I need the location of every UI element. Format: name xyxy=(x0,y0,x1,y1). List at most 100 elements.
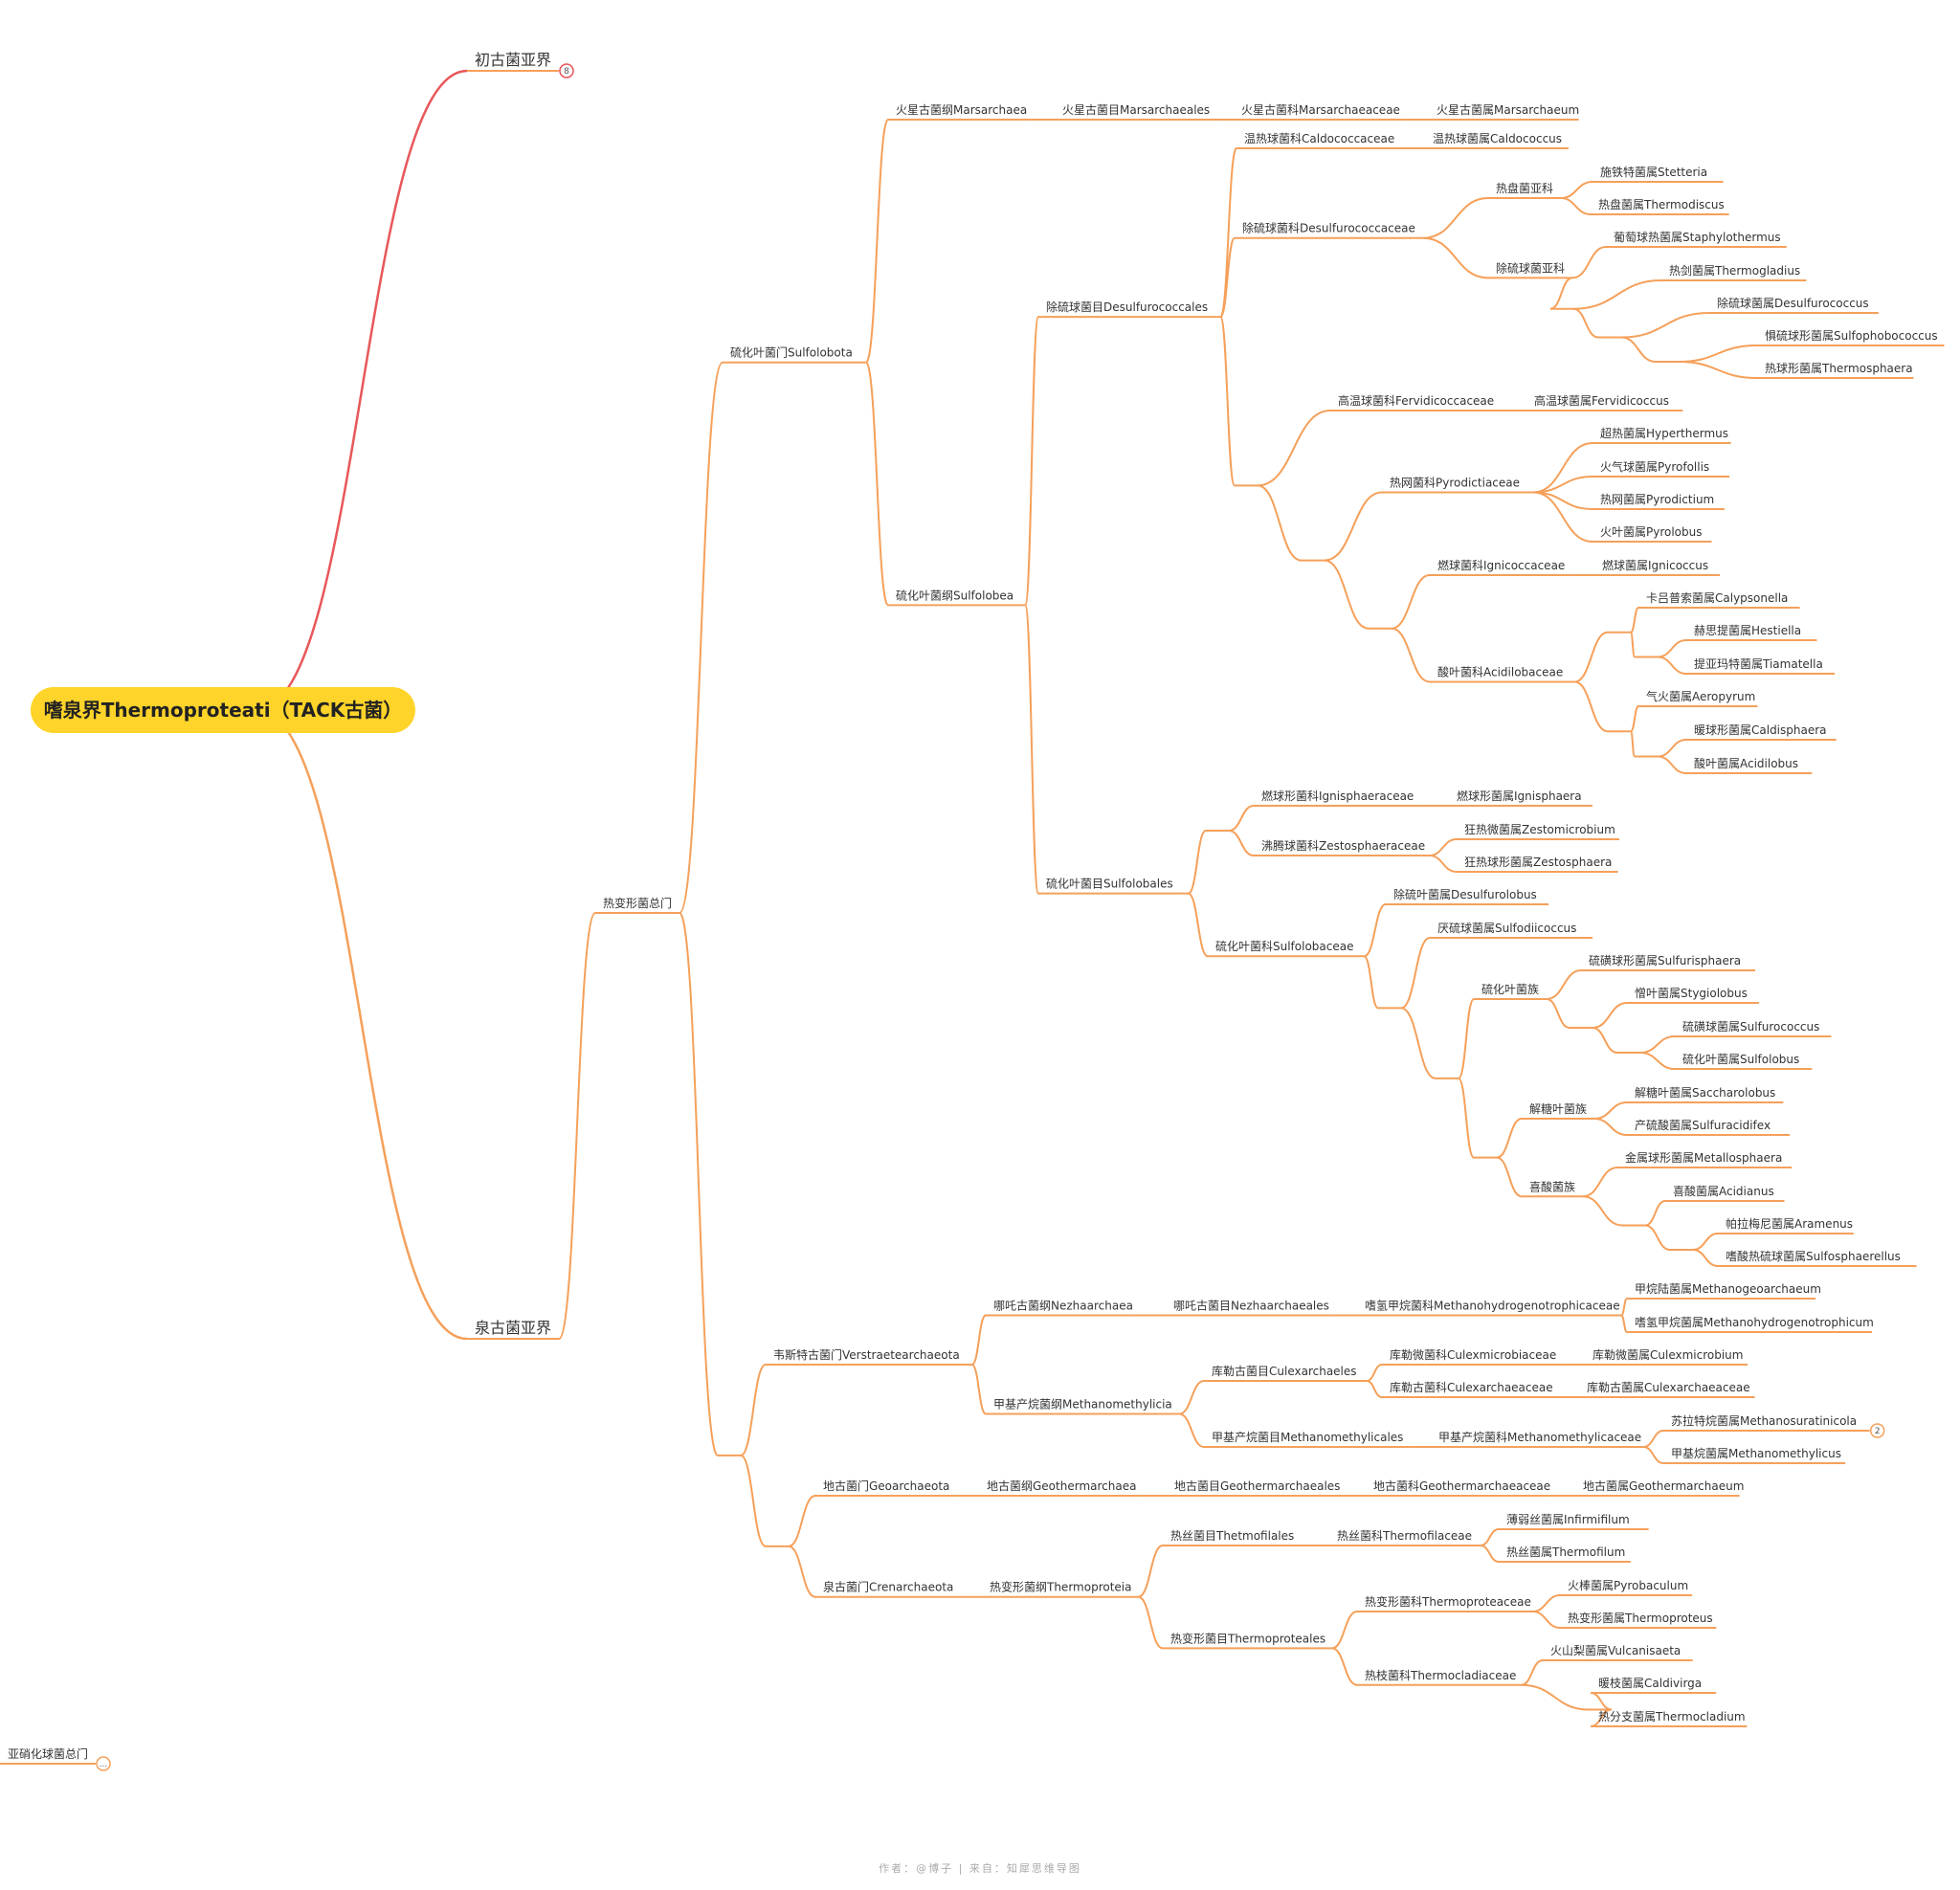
topic-label[interactable]: 燃球菌属Ignicoccus xyxy=(1602,558,1708,572)
collapse-badge[interactable] xyxy=(1869,1423,1885,1438)
topic-label[interactable]: 地古菌科Geothermarchaeaceae xyxy=(1373,1479,1550,1493)
topic-label[interactable]: 亚硝化球菌总门 xyxy=(8,1746,88,1761)
topic-label[interactable]: 硫化叶菌目Sulfolobales xyxy=(1046,877,1173,891)
topic-label[interactable]: 硫磺球形菌属Sulfurisphaera xyxy=(1589,953,1741,967)
topic-label[interactable]: 酸叶菌属Acidilobus xyxy=(1694,756,1798,770)
topic-label[interactable]: 库勒微菌科Culexmicrobiaceae xyxy=(1390,1347,1556,1362)
topic-label[interactable]: 地古菌纲Geothermarchaea xyxy=(987,1479,1136,1493)
topic-label[interactable]: 热盘菌亚科 xyxy=(1496,181,1553,195)
topic-label[interactable]: 喜酸菌族 xyxy=(1529,1179,1575,1193)
topic-label[interactable]: 火气球菌属Pyrofollis xyxy=(1600,459,1709,474)
topic-label[interactable]: 火星古菌目Marsarchaeales xyxy=(1062,102,1210,117)
topic-label[interactable]: 提亚玛特菌属Tiamatella xyxy=(1694,656,1823,671)
collapse-badge[interactable] xyxy=(96,1756,111,1771)
topic-label[interactable]: 火棒菌属Pyrobaculum xyxy=(1568,1579,1688,1592)
topic-label[interactable]: 初古菌亚界 xyxy=(475,51,551,69)
topic-label[interactable]: 热分支菌属Thermocladium xyxy=(1598,1710,1746,1723)
topic-label[interactable]: 嗜酸热硫球菌属Sulfosphaerellus xyxy=(1726,1249,1901,1263)
topic-label[interactable]: 温热球菌科Caldococcaceae xyxy=(1244,132,1394,145)
topic-label[interactable]: 酸叶菌科Acidilobaceae xyxy=(1437,665,1563,679)
topic-label[interactable]: 哪吒古菌目Nezhaarchaeales xyxy=(1173,1299,1329,1313)
topic-label[interactable]: 硫化叶菌属Sulfolobus xyxy=(1682,1052,1799,1066)
topic-label[interactable]: 超热菌属Hyperthermus xyxy=(1600,426,1728,440)
topic-label[interactable]: 火星古菌科Marsarchaeaceae xyxy=(1241,102,1400,117)
topic-label[interactable]: 嗜氢甲烷菌科Methanohydrogenotrophicaceae xyxy=(1365,1299,1620,1313)
topic-label[interactable]: 热变形菌目Thermoproteales xyxy=(1170,1631,1325,1645)
topic-label[interactable]: 赫思提菌属Hestiella xyxy=(1694,623,1801,637)
topic-label[interactable]: 暖球形菌属Caldisphaera xyxy=(1694,723,1827,737)
topic-label[interactable]: 帕拉梅尼菌属Aramenus xyxy=(1726,1216,1853,1231)
topic-label[interactable]: 硫化叶菌门Sulfolobota xyxy=(730,345,853,360)
topic-label[interactable]: 温热球菌属Caldococcus xyxy=(1433,132,1562,145)
topic-label[interactable]: 泉古菌门Crenarchaeota xyxy=(823,1580,953,1594)
topic-label[interactable]: 热盘菌属Thermodiscus xyxy=(1598,197,1725,211)
topic-label[interactable]: 韦斯特古菌门Verstraetearchaeota xyxy=(773,1347,960,1362)
topic-label[interactable]: 地古菌门Geoarchaeota xyxy=(823,1479,949,1493)
topic-label[interactable]: 地古菌目Geothermarchaeales xyxy=(1174,1479,1340,1493)
root-node[interactable]: 嗜泉界Thermoproteati（TACK古菌） xyxy=(31,687,415,733)
topic-label[interactable]: 哪吒古菌纲Nezhaarchaea xyxy=(993,1299,1133,1313)
topic-label[interactable]: 泉古菌亚界 xyxy=(475,1319,551,1337)
topic-label[interactable]: 嗜氢甲烷菌属Methanohydrogenotrophicum xyxy=(1635,1315,1874,1329)
topic-label[interactable]: 热球形菌属Thermosphaera xyxy=(1765,362,1913,375)
topic-label[interactable]: 产硫酸菌属Sulfuracidifex xyxy=(1635,1118,1771,1132)
topic-label[interactable]: 甲烷陆菌属Methanogeoarchaeum xyxy=(1635,1281,1821,1296)
topic-label[interactable]: 高温球菌属Fervidicoccus xyxy=(1534,393,1669,408)
topic-label[interactable]: 库勒微菌属Culexmicrobium xyxy=(1592,1347,1743,1362)
topic-label[interactable]: 热网菌科Pyrodictiaceae xyxy=(1390,477,1520,490)
topic-label[interactable]: 火叶菌属Pyrolobus xyxy=(1600,525,1703,539)
topic-label[interactable]: 地古菌属Geothermarchaeum xyxy=(1583,1479,1744,1493)
topic-label[interactable]: 气火菌属Aeropyrum xyxy=(1646,689,1755,703)
topic-label[interactable]: 火山梨菌属Vulcanisaeta xyxy=(1550,1644,1681,1657)
topic-label[interactable]: 热剑菌属Thermogladius xyxy=(1669,263,1800,278)
topic-label[interactable]: 苏拉特烷菌属Methanosuratinicola xyxy=(1671,1413,1857,1428)
topic-label[interactable]: 薄弱丝菌属Infirmifilum xyxy=(1506,1512,1630,1526)
topic-label[interactable]: 火星古菌纲Marsarchaea xyxy=(896,102,1027,117)
topic-label[interactable]: 除硫球菌科Desulfurococcaceae xyxy=(1242,221,1415,235)
topic-label[interactable]: 除硫球菌属Desulfurococcus xyxy=(1717,296,1869,310)
topic-label[interactable]: 施铁特菌属Stetteria xyxy=(1600,165,1707,179)
topic-label[interactable]: 狂热微菌属Zestomicrobium xyxy=(1464,823,1615,836)
topic-label[interactable]: 硫化叶菌科Sulfolobaceae xyxy=(1215,939,1354,953)
topic-label[interactable]: 金属球形菌属Metallosphaera xyxy=(1625,1150,1782,1165)
topic-label[interactable]: 憎叶菌属Stygiolobus xyxy=(1635,986,1748,1000)
topic-label[interactable]: 解糖叶菌属Saccharolobus xyxy=(1635,1085,1775,1100)
topic-label[interactable]: 除硫球菌亚科 xyxy=(1496,260,1565,275)
topic-label[interactable]: 热变形菌属Thermoproteus xyxy=(1568,1611,1713,1625)
topic-label[interactable]: 甲基烷菌属Methanomethylicus xyxy=(1671,1447,1841,1460)
topic-label[interactable]: 热变形菌科Thermoproteaceae xyxy=(1365,1594,1531,1609)
topic-label[interactable]: 沸腾球菌科Zestosphaeraceae xyxy=(1261,838,1425,853)
topic-label[interactable]: 热网菌属Pyrodictium xyxy=(1600,493,1714,506)
topic-label[interactable]: 火星古菌属Marsarchaeum xyxy=(1437,102,1579,117)
topic-label[interactable]: 硫化叶菌族 xyxy=(1481,982,1539,996)
topic-label[interactable]: 热变形菌总门 xyxy=(603,896,672,910)
topic-label[interactable]: 狂热球形菌属Zestosphaera xyxy=(1464,856,1612,869)
topic-label[interactable]: 惧硫球形菌属Sulfophobococcus xyxy=(1765,328,1938,343)
topic-label[interactable]: 燃球菌科Ignicoccaceae xyxy=(1437,558,1565,572)
topic-label[interactable]: 热丝菌目Thetmofilales xyxy=(1170,1529,1294,1543)
topic-label[interactable]: 库勒古菌科Culexarchaeaceae xyxy=(1390,1380,1553,1394)
topic-label[interactable]: 甲基产烷菌科Methanomethylicaceae xyxy=(1438,1431,1641,1444)
topic-label[interactable]: 暖枝菌属Caldivirga xyxy=(1598,1676,1702,1690)
topic-label[interactable]: 热丝菌科Thermofilaceae xyxy=(1337,1529,1472,1543)
collapse-badge[interactable] xyxy=(559,63,574,78)
topic-label[interactable]: 热丝菌属Thermofilum xyxy=(1506,1545,1625,1559)
topic-label[interactable]: 除硫叶菌属Desulfurolobus xyxy=(1393,887,1537,901)
topic-label[interactable]: 硫磺球菌属Sulfurococcus xyxy=(1682,1019,1819,1034)
topic-label[interactable]: 库勒古菌目Culexarchaeles xyxy=(1212,1364,1357,1378)
topic-label[interactable]: 卡吕普索菌属Calypsonella xyxy=(1646,591,1788,605)
topic-label[interactable]: 葡萄球热菌属Staphylothermus xyxy=(1614,231,1781,244)
topic-label[interactable]: 高温球菌科Fervidicoccaceae xyxy=(1338,393,1494,408)
topic-label[interactable]: 库勒古菌属Culexarchaeaceae xyxy=(1587,1380,1750,1394)
topic-label[interactable]: 热变形菌纲Thermoproteia xyxy=(990,1580,1131,1594)
topic-label[interactable]: 硫化叶菌纲Sulfolobea xyxy=(896,588,1013,602)
topic-label[interactable]: 喜酸菌属Acidianus xyxy=(1673,1184,1774,1198)
topic-label[interactable]: 解糖叶菌族 xyxy=(1529,1101,1587,1116)
topic-label[interactable]: 燃球形菌属Ignisphaera xyxy=(1457,789,1582,803)
topic-label[interactable]: 热枝菌科Thermocladiaceae xyxy=(1365,1668,1516,1682)
topic-label[interactable]: 厌硫球菌属Sulfodiicoccus xyxy=(1437,921,1576,935)
topic-label[interactable]: 甲基产烷菌目Methanomethylicales xyxy=(1212,1431,1403,1444)
topic-label[interactable]: 除硫球菌目Desulfurococcales xyxy=(1046,300,1208,314)
topic-label[interactable]: 燃球形菌科Ignisphaeraceae xyxy=(1261,789,1414,803)
topic-label[interactable]: 甲基产烷菌纲Methanomethylicia xyxy=(993,1398,1172,1412)
